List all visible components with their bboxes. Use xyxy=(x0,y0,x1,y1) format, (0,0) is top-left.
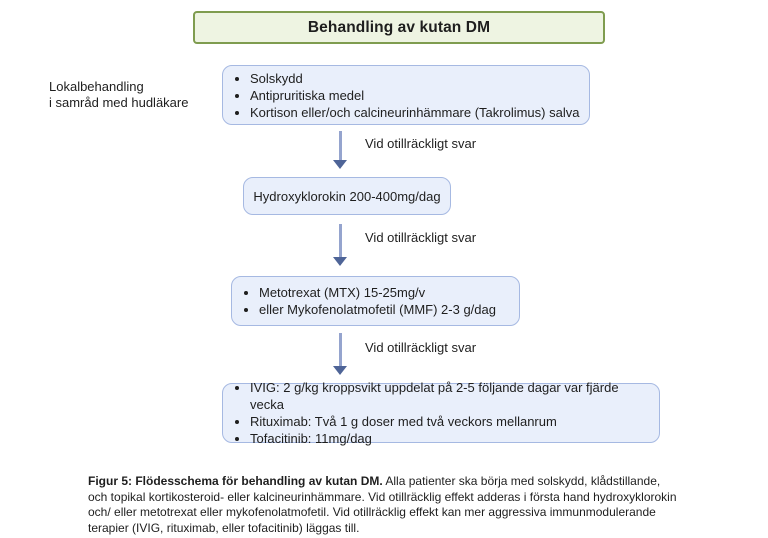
arrow-shaft xyxy=(338,333,342,366)
down-arrow-3 xyxy=(333,333,347,375)
side-label-line-2: i samråd med hudläkare xyxy=(49,95,189,110)
list-item: IVIG: 2 g/kg kroppsvikt uppdelat på 2-5 … xyxy=(250,379,651,413)
arrow-shaft xyxy=(338,131,342,160)
arrow-label-3: Vid otillräckligt svar xyxy=(365,340,477,355)
list-item: Rituximab: Två 1 g doser med två veckors… xyxy=(250,413,651,430)
node-hydroxychloroquine: Hydroxyklorokin 200-400mg/dag xyxy=(243,177,451,215)
node-text: Hydroxyklorokin 200-400mg/dag xyxy=(253,188,441,204)
flowchart-title-box: Behandling av kutan DM xyxy=(193,11,605,44)
list-item: Metotrexat (MTX) 15-25mg/v xyxy=(259,284,496,301)
flowchart-title: Behandling av kutan DM xyxy=(307,18,491,36)
arrow-label-2: Vid otillräckligt svar xyxy=(365,230,477,245)
list-item: Kortison eller/och calcineurinhämmare (T… xyxy=(250,104,579,121)
node-methotrexate-mmf: Metotrexat (MTX) 15-25mg/v eller Mykofen… xyxy=(231,276,520,326)
aggressive-therapies-list: IVIG: 2 g/kg kroppsvikt uppdelat på 2-5 … xyxy=(223,379,659,447)
local-treatment-list: Solskydd Antipruritiska medel Kortison e… xyxy=(223,70,587,121)
arrow-shaft xyxy=(338,224,342,257)
down-arrow-1 xyxy=(333,131,347,169)
node-local-treatment: Solskydd Antipruritiska medel Kortison e… xyxy=(222,65,590,125)
arrow-head xyxy=(333,366,347,375)
side-label-line-1: Lokalbehandling xyxy=(49,79,144,94)
figure-caption-text: Alla patienter ska börja med solskydd, k… xyxy=(88,474,677,535)
list-item: Tofacitinib: 11mg/dag xyxy=(250,430,651,447)
list-item: Antipruritiska medel xyxy=(250,87,579,104)
down-arrow-2 xyxy=(333,224,347,266)
arrow-label-1: Vid otillräckligt svar xyxy=(365,136,477,151)
list-item: eller Mykofenolatmofetil (MMF) 2-3 g/dag xyxy=(259,301,496,318)
list-item: Solskydd xyxy=(250,70,579,87)
methotrexate-mmf-list: Metotrexat (MTX) 15-25mg/v eller Mykofen… xyxy=(232,284,504,318)
figure-caption-label: Figur 5: Flödesschema för behandling av … xyxy=(88,474,383,488)
node-aggressive-therapies: IVIG: 2 g/kg kroppsvikt uppdelat på 2-5 … xyxy=(222,380,660,446)
figure-caption: Figur 5: Flödesschema för behandling av … xyxy=(88,474,682,536)
local-treatment-side-label: Lokalbehandling i samråd med hudläkare xyxy=(49,79,188,111)
arrow-head xyxy=(333,257,347,266)
arrow-head xyxy=(333,160,347,169)
